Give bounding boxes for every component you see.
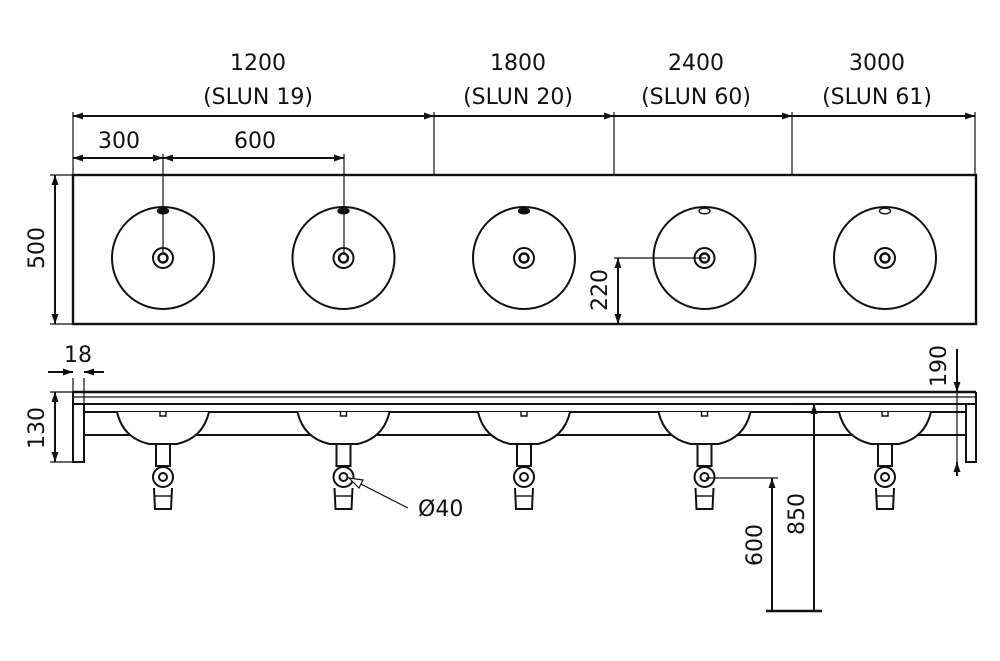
dim-130-text: 130 bbox=[25, 407, 50, 449]
plan-basin bbox=[291, 206, 396, 310]
tap-center-icon bbox=[519, 472, 529, 482]
dim-2400-value: 2400 bbox=[668, 51, 724, 76]
plan-view: 500 220 bbox=[25, 173, 978, 326]
drain-icon bbox=[518, 252, 530, 264]
bowl-profile bbox=[477, 411, 571, 445]
bowl-profile bbox=[657, 411, 752, 445]
plan-basins bbox=[111, 206, 937, 310]
bowl-profile bbox=[838, 411, 932, 445]
overflow-icon bbox=[878, 207, 892, 215]
drain-outer bbox=[152, 247, 174, 269]
drain-stem bbox=[155, 443, 171, 467]
elevation-basin bbox=[838, 411, 932, 510]
tap-spout bbox=[333, 487, 354, 510]
overflow-profile bbox=[339, 412, 348, 417]
overflow-icon bbox=[156, 207, 170, 215]
dim-3000-value: 3000 bbox=[849, 51, 905, 76]
overflow-profile bbox=[881, 412, 889, 417]
dim-190-text: 190 bbox=[927, 345, 952, 387]
dim-220-text: 220 bbox=[588, 269, 613, 311]
dim-850-text: 850 bbox=[785, 493, 810, 535]
plan-basin bbox=[111, 206, 215, 310]
drain-outer bbox=[513, 247, 535, 269]
overflow-icon bbox=[337, 207, 350, 215]
tap-center-icon bbox=[699, 472, 710, 482]
drain-stem bbox=[696, 443, 713, 467]
tap-spout bbox=[694, 487, 715, 510]
overflow-profile bbox=[520, 412, 528, 417]
dim-3000-code: (SLUN 61) bbox=[822, 85, 932, 110]
drain-icon bbox=[337, 252, 350, 264]
drain-stem bbox=[877, 443, 893, 467]
drain-icon bbox=[157, 252, 169, 264]
dim-1800-value: 1800 bbox=[490, 51, 546, 76]
tap-spout bbox=[514, 487, 534, 510]
dim-1800-code: (SLUN 20) bbox=[463, 85, 573, 110]
elevation-basin bbox=[116, 411, 210, 510]
drain-outer bbox=[332, 247, 355, 269]
plan-basin bbox=[472, 206, 576, 310]
basin-bowl bbox=[833, 206, 937, 310]
drain-stem bbox=[516, 443, 532, 467]
dim-500-text: 500 bbox=[25, 227, 50, 269]
tap-center-icon bbox=[338, 472, 349, 482]
right-end-panel bbox=[965, 392, 977, 463]
tap-spout bbox=[153, 487, 173, 510]
basin-bowl bbox=[291, 206, 396, 310]
tap-center-icon bbox=[158, 472, 168, 482]
dim-300-text: 300 bbox=[98, 129, 140, 154]
tap-spout bbox=[875, 487, 895, 510]
overflow-icon bbox=[698, 207, 711, 215]
overflow-profile bbox=[700, 412, 709, 417]
dim-2400-code: (SLUN 60) bbox=[641, 85, 751, 110]
elevation-basins bbox=[116, 411, 932, 510]
worktop-outline bbox=[71, 173, 978, 326]
dim-diameter-text: Ø40 bbox=[418, 497, 463, 522]
drain-icon bbox=[879, 252, 891, 264]
bowl-profile bbox=[116, 411, 210, 445]
drain-outer bbox=[874, 247, 896, 269]
dim-600-text: 600 bbox=[234, 129, 276, 154]
plan-basin bbox=[833, 206, 937, 310]
drain-stem bbox=[335, 443, 352, 467]
dim-1200-code: (SLUN 19) bbox=[203, 85, 313, 110]
tap-center-icon bbox=[880, 472, 890, 482]
dim-1200-value: 1200 bbox=[230, 51, 286, 76]
elevation-basin bbox=[477, 411, 571, 510]
front-elevation: 18 130 190 Ø40 600 850 bbox=[25, 343, 977, 613]
leader-arrow bbox=[347, 477, 364, 490]
left-end-panel bbox=[72, 392, 85, 463]
basin-bowl bbox=[111, 206, 215, 310]
spacing-dimensions: 300 600 bbox=[73, 129, 345, 258]
overflow-profile bbox=[159, 412, 167, 417]
dim-600-height-text: 600 bbox=[743, 524, 768, 566]
elevation-basin bbox=[657, 411, 752, 510]
overflow-icon bbox=[517, 207, 531, 215]
bowl-profile bbox=[296, 411, 391, 445]
basin-bowl bbox=[472, 206, 576, 310]
dim-18-text: 18 bbox=[64, 343, 92, 368]
elevation-basin bbox=[296, 411, 391, 510]
length-dimensions: 1200 (SLUN 19) 1800 (SLUN 20) 2400 (SLUN… bbox=[72, 51, 976, 175]
